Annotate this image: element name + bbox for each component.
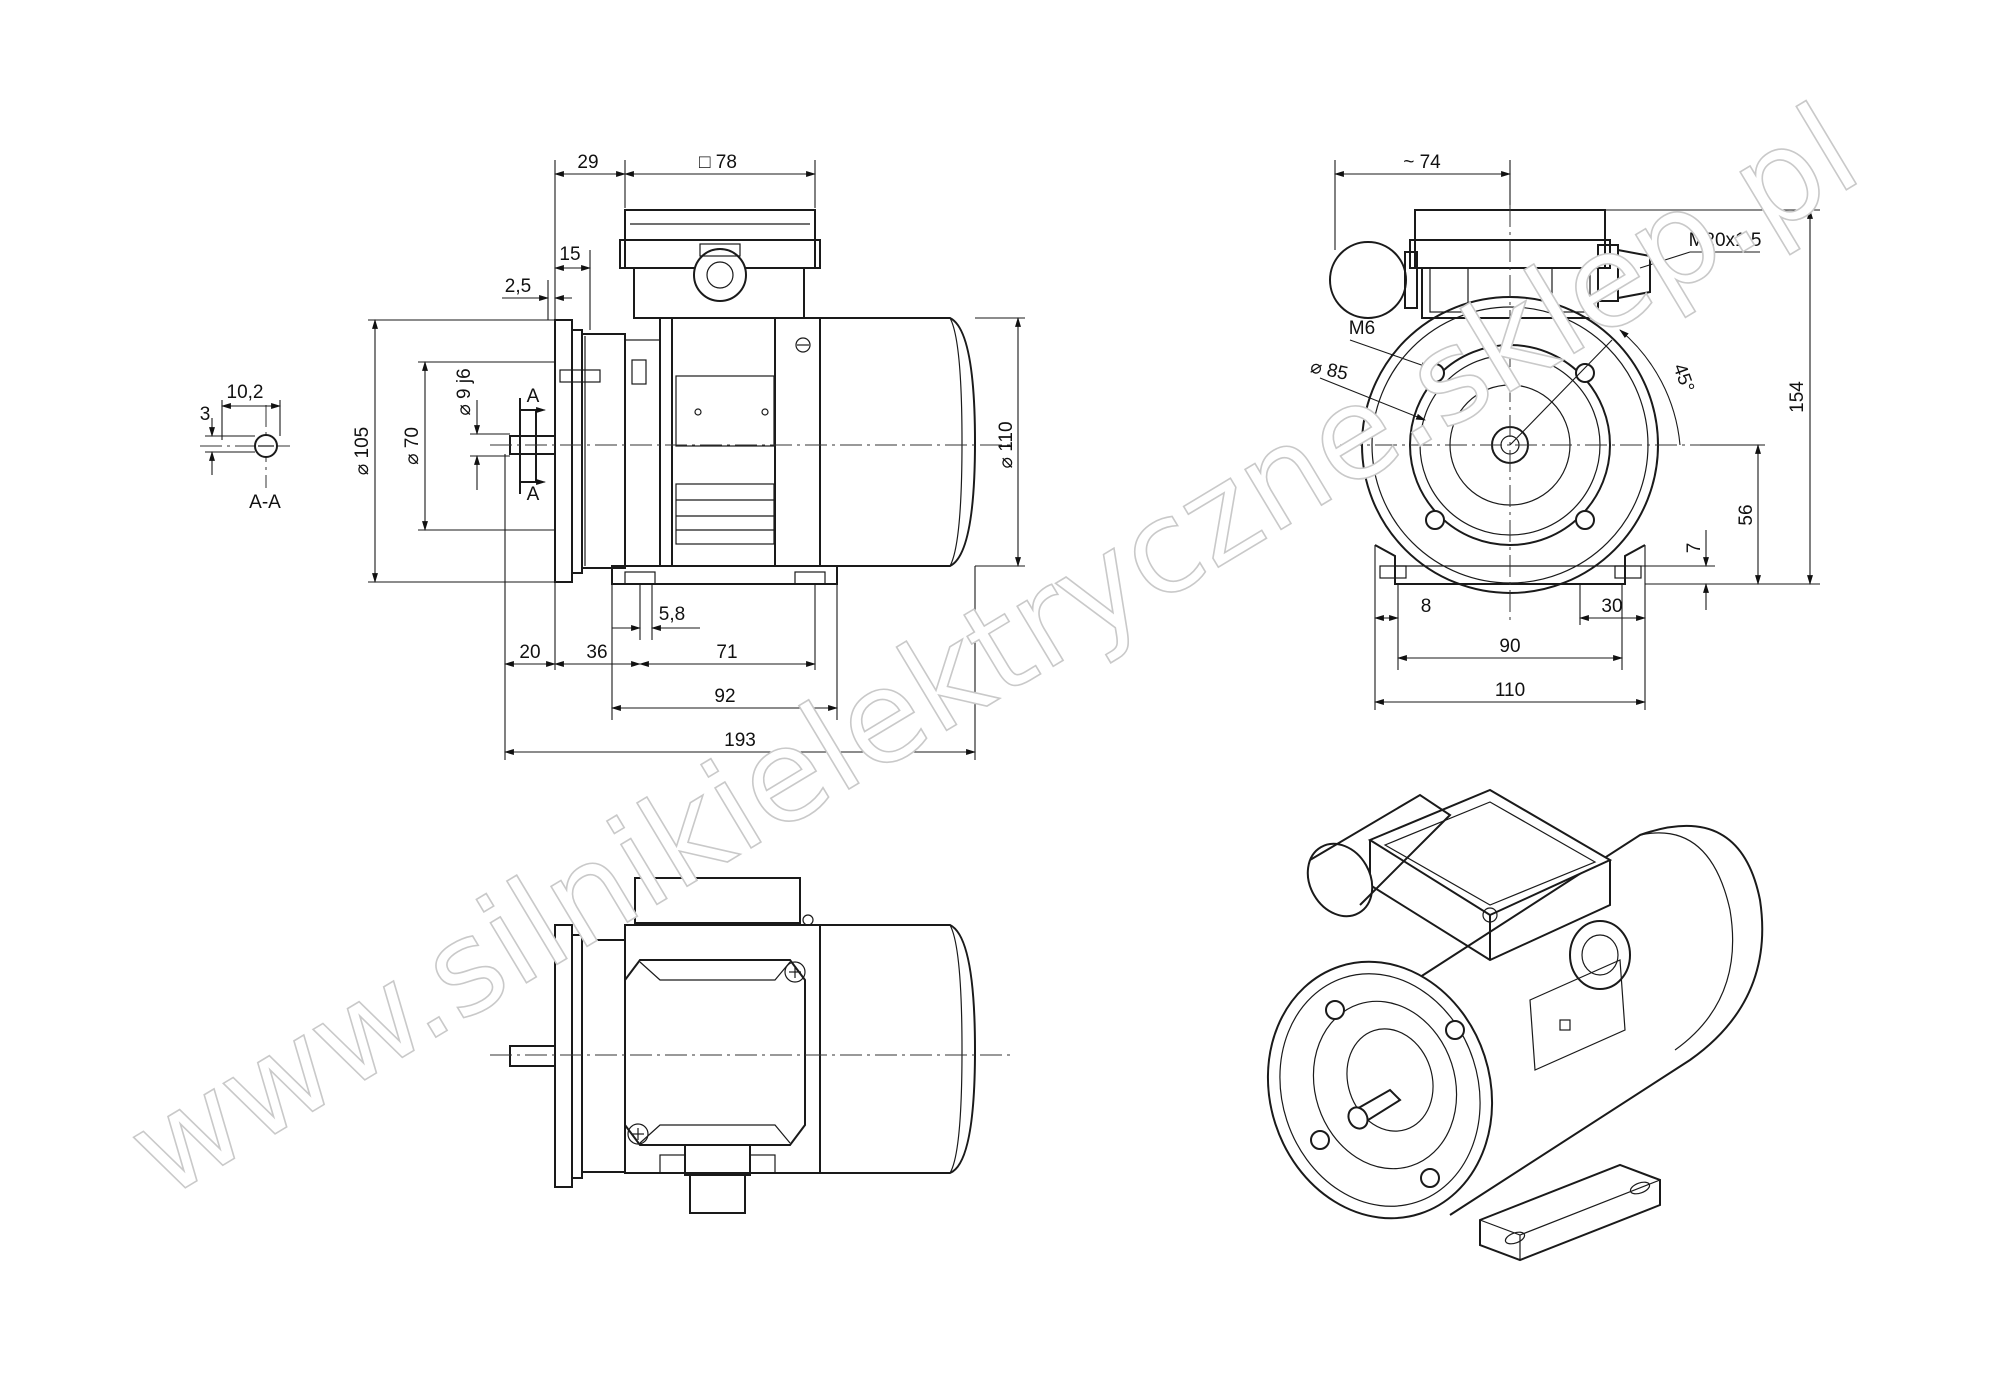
label-m6: M6 <box>1349 318 1375 339</box>
label-45-degrees: 45° <box>1668 361 1698 395</box>
section-label: A-A <box>249 492 281 513</box>
dim-29: 29 <box>577 152 598 173</box>
section-a-a: 10,2 3 A-A <box>200 382 290 513</box>
dim-92: 92 <box>714 686 735 707</box>
dim-7: 7 <box>1684 543 1705 554</box>
dim-15: 15 <box>559 244 580 265</box>
dim-90: 90 <box>1499 636 1520 657</box>
dim-56: 56 <box>1736 504 1757 525</box>
dim-2-5: 2,5 <box>505 276 531 297</box>
front-view: ~ 74 M20x1,5 M6 ⌀ 85 45° 154 56 7 8 30 9… <box>1308 152 1820 710</box>
dim-diameter-110: ⌀ 110 <box>996 421 1017 468</box>
dim-193: 193 <box>724 730 756 751</box>
label-m20x1-5: M20x1,5 <box>1689 230 1762 251</box>
dim-approx-74: ~ 74 <box>1403 152 1441 173</box>
dim-diameter-105: ⌀ 105 <box>352 427 373 475</box>
dim-diameter-9j6: ⌀ 9 j6 <box>454 368 475 415</box>
dim-78-square: □ 78 <box>699 152 737 173</box>
dim-8: 8 <box>1421 596 1432 617</box>
section-key-height: 3 <box>200 404 211 425</box>
top-view <box>490 877 1010 1214</box>
watermark-text: www.silnikielektryczne.sklep.pl <box>104 77 1882 1227</box>
dim-71: 71 <box>716 642 737 663</box>
section-marker-bottom: A <box>527 484 540 505</box>
dim-20: 20 <box>519 642 540 663</box>
isometric-view <box>1266 788 1764 1262</box>
dim-5-8: 5,8 <box>659 604 685 625</box>
dim-30: 30 <box>1601 596 1622 617</box>
dim-36: 36 <box>586 642 607 663</box>
side-view: 29 □ 78 15 2,5 ⌀ 105 ⌀ 70 ⌀ 9 j6 ⌀ 110 A <box>352 152 1025 760</box>
dim-154: 154 <box>1787 381 1808 413</box>
section-marker-top: A <box>527 386 540 407</box>
dim-diameter-70: ⌀ 70 <box>402 427 423 465</box>
section-key-width: 10,2 <box>227 382 264 403</box>
dim-110: 110 <box>1495 680 1525 701</box>
